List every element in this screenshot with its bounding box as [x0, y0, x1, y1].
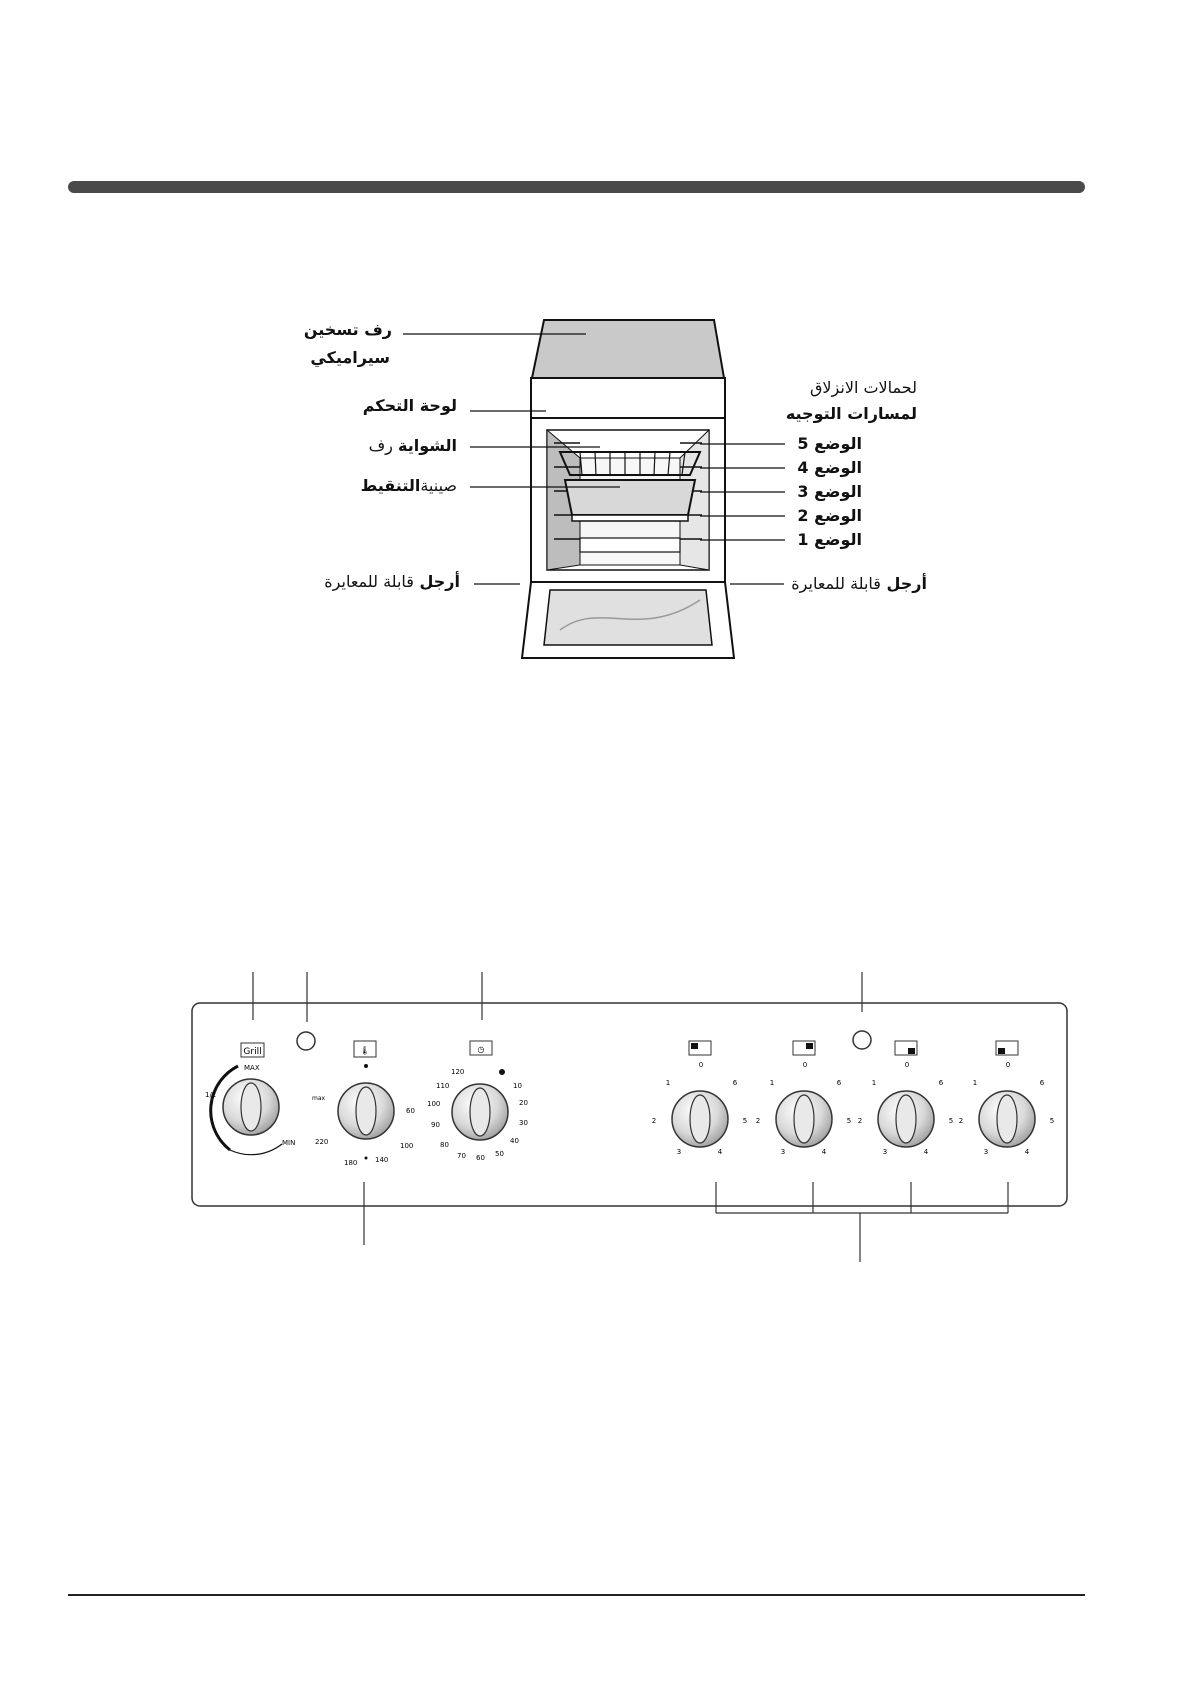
hob-scale-zero: 0 — [1006, 1061, 1010, 1069]
hob-scale-six: 6 — [733, 1079, 738, 1087]
hob-burner-marker — [691, 1043, 698, 1049]
timer-scale-40: 40 — [510, 1137, 519, 1145]
control-panel-part — [530, 377, 726, 419]
timer-scale-90: 90 — [431, 1121, 440, 1129]
panel-callouts — [252, 972, 1009, 1262]
lower-rack — [579, 537, 681, 553]
header-rule — [68, 181, 1085, 193]
position-4-label: الوضع 4 — [797, 458, 862, 477]
thermostat-scale-220: 220 — [315, 1138, 328, 1146]
timer-scale-50: 50 — [495, 1150, 504, 1158]
control-panel-frame — [191, 1002, 1068, 1207]
hob-scale-six: 6 — [939, 1079, 944, 1087]
adjustable-feet-right-label: أرجل قابلة للمعايرة — [791, 574, 927, 593]
ceramic-shelf-label: رف تسخين — [303, 320, 392, 339]
hob-knob-grip — [996, 1094, 1018, 1144]
hob-scale-one: 1 — [666, 1079, 670, 1087]
grill-scale-arc — [209, 1064, 239, 1152]
hob-scale-two: 2 — [652, 1117, 656, 1125]
svg-text:🌡: 🌡 — [360, 1046, 370, 1055]
thermostat-scale-180: 180 — [344, 1159, 357, 1167]
thermostat-scale-140: 140 — [375, 1156, 388, 1164]
indicator-light-right — [852, 1030, 872, 1050]
hob-knob-grip — [895, 1094, 917, 1144]
timer-scale-60: 60 — [476, 1154, 485, 1162]
hob-scale-one: 1 — [973, 1079, 977, 1087]
thermostat-scale-100: 100 — [400, 1142, 413, 1150]
timer-scale-70: 70 — [457, 1152, 466, 1160]
grill-symbol-box — [240, 1042, 265, 1058]
hob-scale-zero: 0 — [803, 1061, 807, 1069]
hob-scale-three: 3 — [984, 1148, 988, 1156]
thermostat-symbol-box — [353, 1040, 377, 1058]
timer-scale-20: 20 — [519, 1099, 528, 1107]
position-2-label: الوضع 2 — [797, 506, 862, 525]
drip-tray — [563, 479, 697, 522]
grill-symbol-label: Grill — [243, 1047, 261, 1057]
timer-scale-120: 120 — [451, 1068, 464, 1076]
hob-scale-six: 6 — [1040, 1079, 1045, 1087]
control-panel-label: لوحة التحكم — [362, 396, 457, 415]
ceramic-shelf-label-line2: سيراميكي — [310, 348, 390, 367]
timer-scale-110: 110 — [436, 1082, 449, 1090]
grill-shelf-label: الشواية رف — [368, 436, 457, 455]
indicator-light-left — [296, 1031, 316, 1051]
hob-burner-marker — [908, 1048, 915, 1054]
grill-scale-half: 1/2 — [205, 1091, 216, 1099]
hob-scale-two: 2 — [858, 1117, 862, 1125]
hob-burner-marker — [806, 1043, 813, 1049]
hob-scale-two: 2 — [756, 1117, 760, 1125]
hob-scale-four: 4 — [718, 1148, 723, 1156]
hob-scale-five: 5 — [1050, 1117, 1054, 1125]
thermostat-scale-max: max — [312, 1095, 326, 1102]
timer-scale-10: 10 — [513, 1082, 522, 1090]
grill-scale-max: MAX — [244, 1064, 260, 1072]
drip-tray-label: صينيةالتنقيط — [360, 476, 457, 495]
slide-rails-label-line2: لمسارات التوجيه — [785, 404, 917, 423]
hob-scale-zero: 0 — [905, 1061, 909, 1069]
timer-scale-30: 30 — [519, 1119, 528, 1127]
position-1-label: الوضع 1 — [797, 530, 862, 549]
position-5-label: الوضع 5 — [797, 434, 862, 453]
timer-scale-100: 100 — [427, 1100, 440, 1108]
hob-scale-four: 4 — [1025, 1148, 1030, 1156]
grill-scale-min: MIN — [282, 1139, 295, 1147]
grill-shelf — [558, 451, 702, 476]
timer-scale-80: 80 — [440, 1141, 449, 1149]
hob-scale-five: 5 — [743, 1117, 747, 1125]
hob-scale-four: 4 — [924, 1148, 929, 1156]
footer-rule — [68, 1594, 1085, 1596]
hob-scale-zero: 0 — [699, 1061, 703, 1069]
svg-text:◷: ◷ — [478, 1045, 485, 1054]
thermostat-scale-60: 60 — [406, 1107, 415, 1115]
hob-scale-three: 3 — [883, 1148, 887, 1156]
hob-scale-four: 4 — [822, 1148, 827, 1156]
adjustable-feet-left-label: أرجل قابلة للمعايرة — [324, 572, 460, 591]
hob-scale-three: 3 — [677, 1148, 681, 1156]
slide-rails-label: لحمالات الانزلاق — [810, 378, 917, 397]
hob-scale-five: 5 — [949, 1117, 953, 1125]
position-3-label: الوضع 3 — [797, 482, 862, 501]
hob-scale-one: 1 — [770, 1079, 774, 1087]
hob-knob-grip — [689, 1094, 711, 1144]
hob-scale-five: 5 — [847, 1117, 851, 1125]
hob-burner-marker — [998, 1048, 1005, 1054]
hob-knob-grip — [793, 1094, 815, 1144]
hob-scale-two: 2 — [959, 1117, 963, 1125]
hob-scale-one: 1 — [872, 1079, 876, 1087]
hob-scale-three: 3 — [781, 1148, 785, 1156]
leader-lines — [403, 333, 785, 585]
hob-scale-six: 6 — [837, 1079, 842, 1087]
door-glass — [543, 589, 713, 646]
timer-symbol-box — [469, 1040, 493, 1056]
